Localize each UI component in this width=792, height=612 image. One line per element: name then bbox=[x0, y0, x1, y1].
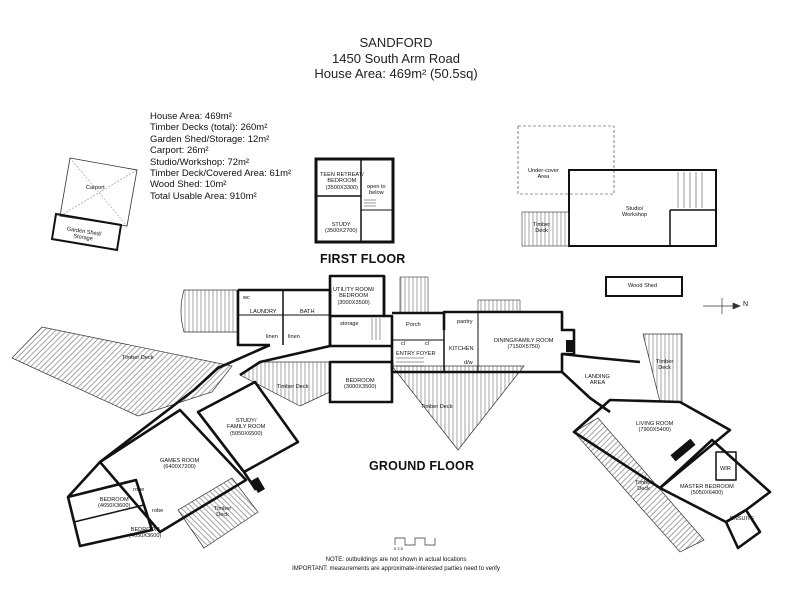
landing-label: LANDING AREA bbox=[585, 374, 610, 387]
robe-label-1: robe bbox=[133, 487, 145, 493]
kitchen-label: KITCHEN bbox=[449, 346, 474, 352]
first-floor-plan bbox=[314, 157, 395, 244]
study-upper-label: STUDY (3500X2700) bbox=[325, 222, 358, 235]
house-area-heading: House Area: 469m² (50.5sq) bbox=[314, 66, 478, 81]
pantry-label: pantry bbox=[457, 319, 473, 325]
entry-stairs bbox=[371, 318, 424, 367]
study-family-label: STUDY/ FAMILY ROOM (5050X6500) bbox=[227, 418, 266, 437]
wood-shed-label: Wood Shed bbox=[628, 283, 658, 289]
deck-games-label: Timber Deck bbox=[214, 506, 232, 519]
area-item: Studio/Workshop: 72m² bbox=[150, 156, 250, 168]
teen-retreat-label: TEEN RETREAT/ BEDROOM (3500X3300) bbox=[320, 172, 364, 191]
ground-floor-walls bbox=[66, 274, 772, 550]
games-room-label: GAMES ROOM (6400X7200) bbox=[160, 458, 200, 471]
studio-deck-label: Timber Deck bbox=[533, 222, 551, 235]
area-item: Garden Shed/Storage: 12m² bbox=[150, 133, 270, 145]
ensuite-label: ENSUITE bbox=[730, 516, 755, 522]
area-item: Timber Decks (total): 260m² bbox=[150, 122, 268, 134]
porch-label: Porch bbox=[406, 322, 421, 328]
open-to-below-label: open to below bbox=[367, 184, 386, 197]
note-measurements: IMPORTANT: measurements are approximate-… bbox=[292, 566, 500, 572]
wood-shed bbox=[605, 276, 683, 297]
first-floor-title: FIRST FLOOR bbox=[320, 252, 406, 266]
scale-bar bbox=[394, 537, 436, 546]
compass-icon bbox=[703, 298, 741, 314]
bedroom-a-label: BEDROOM (4650X3600) bbox=[98, 497, 131, 510]
garden-shed bbox=[50, 212, 123, 252]
cl-label-2: cl bbox=[425, 341, 430, 347]
linen-label-1: linen bbox=[266, 334, 278, 340]
bedroom-b-label: BEDROOM (4650X3600) bbox=[129, 527, 162, 540]
cl-label-1: cl bbox=[401, 341, 406, 347]
property-name: SANDFORD bbox=[359, 35, 433, 50]
note-outbuildings: NOTE: outbuildings are not shown in actu… bbox=[325, 557, 467, 563]
area-item: Wood Shed: 10m² bbox=[150, 179, 227, 191]
deck-right-top-label: Timber Deck bbox=[656, 359, 674, 372]
storage-label: storage bbox=[340, 321, 359, 327]
laundry-label: LAUNDRY bbox=[250, 309, 277, 315]
deck-mid-label: Timber Deck bbox=[277, 384, 309, 390]
linen-label-2: linen bbox=[288, 334, 300, 340]
undercover-label: Under-cover Area bbox=[528, 168, 559, 181]
deck-right-label: Timber Deck bbox=[635, 480, 653, 493]
master-bedroom-label: MASTER BEDROOM (5050X6400) bbox=[680, 484, 734, 497]
studio-label: Studio/ Workshop bbox=[622, 206, 648, 219]
dining-label: DINING/FAMILY ROOM (7150X5750) bbox=[494, 338, 554, 351]
utility-room-label: UTILITY ROOM/ BEDROOM (3000X3500) bbox=[333, 287, 375, 306]
area-summary: House Area: 469m² Timber Decks (total): … bbox=[150, 111, 291, 202]
property-address: 1450 South Arm Road bbox=[332, 51, 460, 66]
area-item: Timber Deck/Covered Area: 61m² bbox=[150, 168, 292, 180]
living-room-label: LIVING ROOM (7900X5400) bbox=[636, 421, 674, 434]
wir-label: WIR bbox=[720, 466, 731, 472]
ground-floor-title: GROUND FLOOR bbox=[369, 459, 475, 473]
robe-label-2: robe bbox=[152, 508, 164, 514]
deck-areas bbox=[11, 276, 705, 553]
wc-label: wc bbox=[243, 295, 250, 301]
scale-label: 0 2.5 bbox=[394, 546, 403, 551]
compass-label: N bbox=[743, 301, 749, 308]
wall-accents bbox=[251, 340, 696, 494]
carport-label: Carport bbox=[86, 185, 105, 191]
deck-centre-label: Timber Deck bbox=[421, 404, 453, 410]
carport bbox=[59, 157, 138, 227]
studio-workshop bbox=[517, 125, 717, 247]
bedroom-c-label: BEDROOM (3000X3500) bbox=[344, 378, 377, 391]
bath-label: BATH bbox=[300, 309, 315, 315]
area-item: House Area: 469m² bbox=[150, 111, 232, 122]
dw-label: d/w bbox=[464, 360, 473, 366]
area-item: Carport: 26m² bbox=[150, 145, 209, 157]
entry-foyer-label: ENTRY FOYER bbox=[396, 351, 436, 357]
area-item: Total Usable Area: 910m² bbox=[150, 190, 257, 202]
deck-left-label: Timber Deck bbox=[122, 355, 154, 361]
